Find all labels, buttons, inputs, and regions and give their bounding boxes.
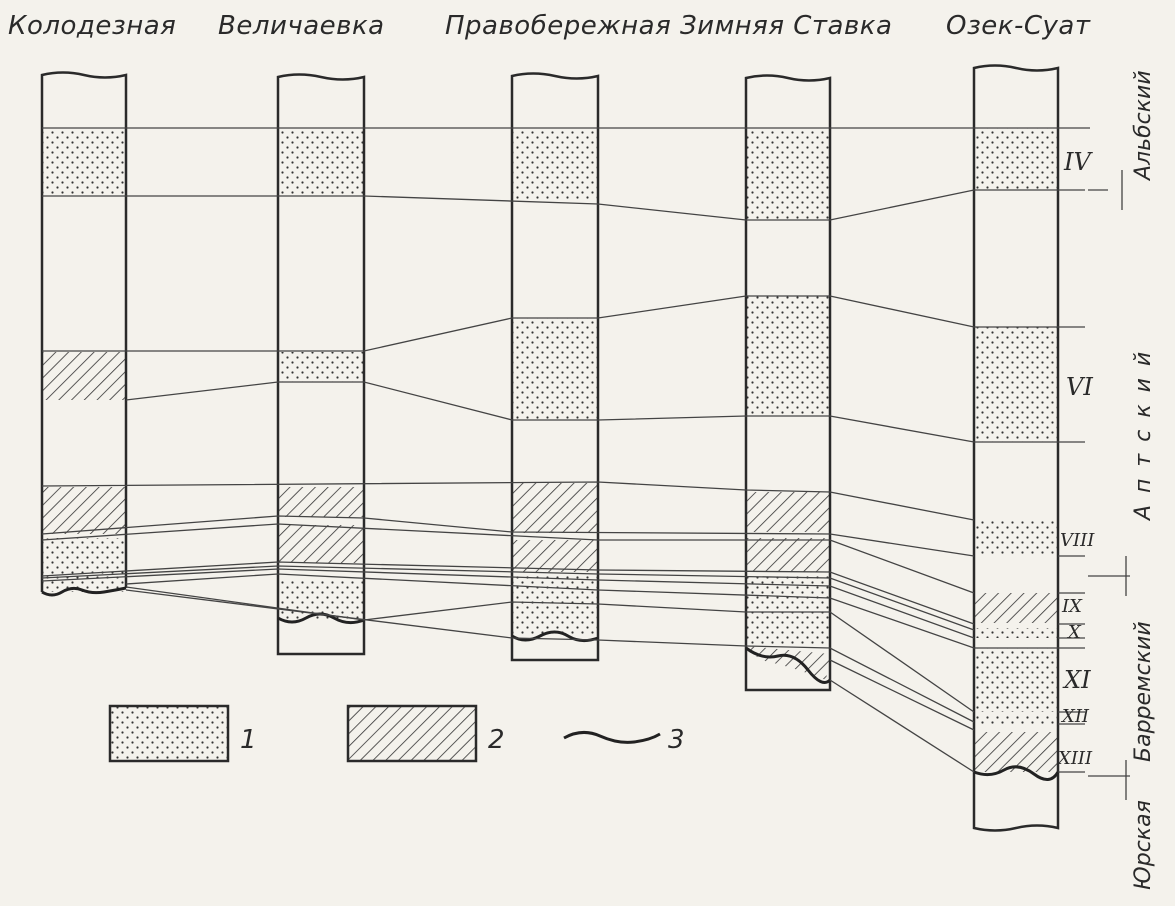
column-outline — [972, 64, 1060, 832]
sand-layer — [512, 318, 598, 420]
clay-layer — [512, 483, 598, 533]
sand-layer — [974, 714, 1058, 724]
well-title-kolodeznaya: Колодезная — [8, 11, 176, 41]
horizon-label-x: X — [1066, 622, 1082, 643]
unconformity-line — [511, 630, 599, 643]
legend-clay-swatch — [346, 704, 478, 763]
clay-layer — [974, 593, 1058, 623]
legend-sand-swatch — [108, 704, 230, 763]
legend: 1 2 3 — [108, 704, 685, 763]
column-pravoberezhnaya — [510, 72, 600, 662]
stage-label-aptian: Аптский — [1131, 340, 1156, 522]
well-title-pravoberezhnaya: Правобережная — [445, 11, 671, 41]
sand-layer — [974, 327, 1058, 442]
unconformity-line — [41, 586, 127, 597]
horizon-xiii-base — [829, 679, 975, 773]
column-outline — [276, 73, 366, 656]
horizon-iv-base — [42, 189, 1085, 221]
well-title-zimnyaya-stavka: Зимняя Ставка — [680, 11, 892, 41]
sand-layer — [974, 648, 1058, 712]
sand-layer — [974, 520, 1058, 556]
sand-layer — [42, 580, 126, 592]
horizon-x-top — [41, 565, 975, 631]
horizon-label-xii: XII — [1060, 706, 1090, 727]
horizon-vi-base — [125, 381, 1085, 443]
horizon-xiii-top — [829, 659, 975, 731]
stage-label-barremian: Барремский — [1131, 621, 1156, 762]
column-outline — [40, 71, 128, 592]
stage-label-jurassic: Юрская — [1131, 800, 1156, 890]
horizon-label-ix: IX — [1061, 596, 1083, 617]
clay-layer — [746, 646, 830, 680]
clay-layer — [278, 525, 364, 563]
column-kolodeznaya — [40, 71, 128, 597]
well-title-ozek-suat: Озек-Суат — [946, 11, 1091, 41]
legend-clay-label: 2 — [488, 725, 505, 755]
stage-label-albian: Альбский — [1131, 70, 1156, 182]
sand-layer — [974, 628, 1058, 638]
horizon-xi-top — [125, 573, 1085, 649]
correlation-lines — [41, 127, 1090, 773]
unconformity-line — [973, 765, 1060, 781]
sand-layer — [42, 130, 126, 196]
horizon-x-base — [41, 568, 975, 639]
horizon-ix-top — [41, 523, 975, 594]
horizon-ix-base — [41, 561, 975, 625]
sand-layer — [974, 128, 1058, 190]
horizon-viii-base — [41, 515, 975, 557]
sand-layer — [746, 130, 830, 220]
legend-unconformity-swatch — [563, 731, 661, 744]
legend-unconformity-label: 3 — [668, 725, 685, 755]
column-zimnyaya-stavka — [744, 74, 832, 692]
horizon-viii-top — [41, 481, 975, 521]
column-outline — [744, 74, 832, 692]
horizon-label-viii: VIII — [1060, 530, 1095, 551]
horizon-vi-top — [42, 295, 1085, 352]
sand-layer — [512, 576, 598, 636]
sand-layer — [278, 130, 364, 195]
sand-layer — [278, 352, 364, 382]
clay-layer — [746, 538, 830, 572]
sand-layer — [746, 296, 830, 416]
horizon-xii-line — [125, 589, 975, 723]
clay-layer — [42, 352, 126, 400]
clay-layer — [746, 492, 830, 532]
clay-layer — [42, 487, 126, 534]
column-outline — [510, 72, 600, 662]
horizon-label-xiii: XIII — [1056, 748, 1093, 769]
horizon-label-iv: IV — [1063, 148, 1093, 176]
clay-layer — [512, 540, 598, 572]
sand-layer — [512, 130, 598, 200]
unconformity-line — [745, 646, 832, 684]
well-title-velichaevka: Величаевка — [218, 11, 385, 41]
horizon-label-xi: XI — [1062, 666, 1091, 694]
sand-layer — [746, 576, 830, 646]
column-ozek-suat — [972, 64, 1060, 832]
clay-layer — [278, 487, 364, 517]
column-velichaevka — [276, 73, 366, 656]
legend-sand-label: 1 — [240, 725, 257, 755]
horizon-label-vi: VI — [1066, 373, 1093, 401]
